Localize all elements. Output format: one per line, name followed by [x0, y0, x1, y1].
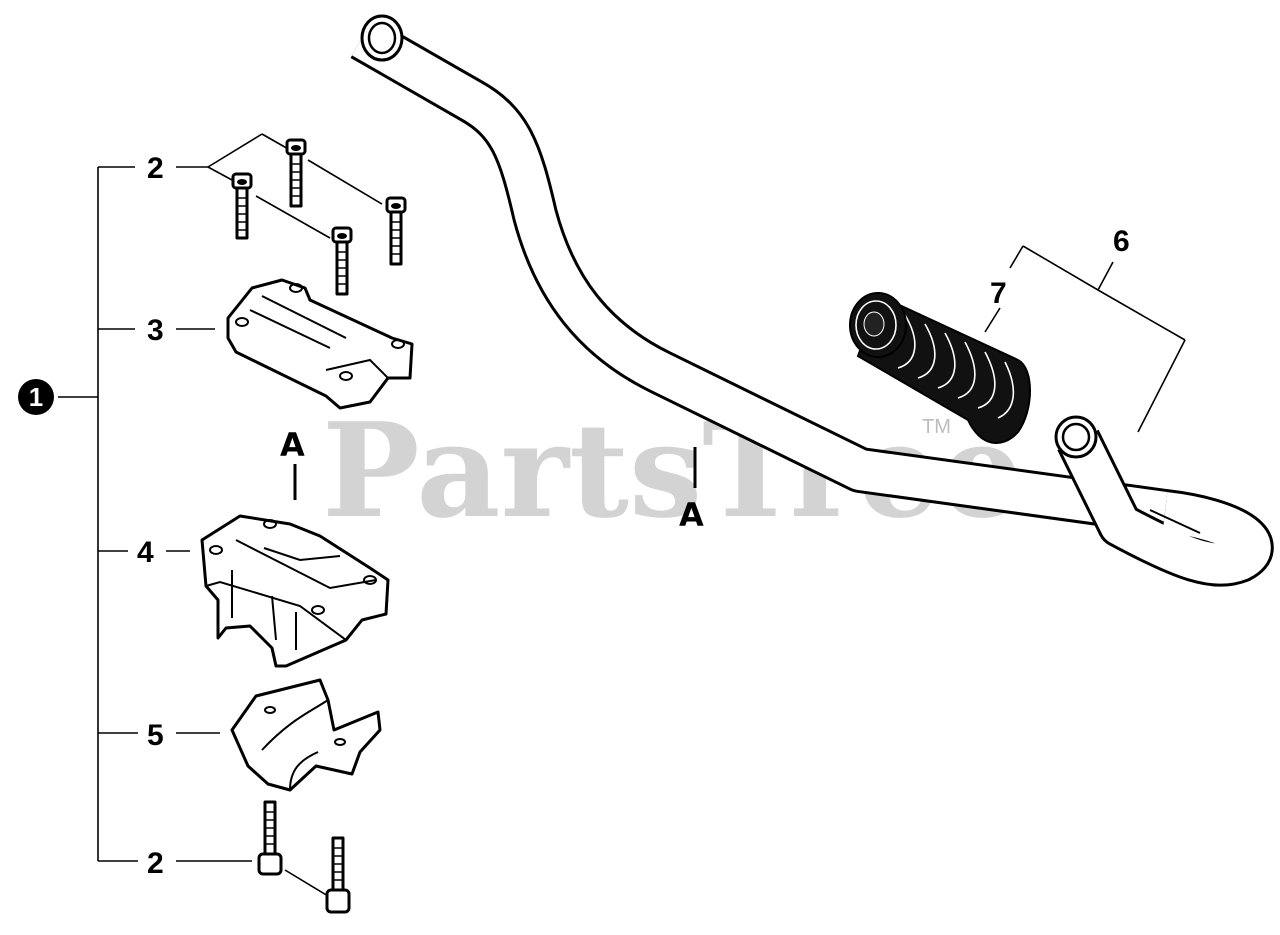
bolt-icon[interactable]	[331, 226, 353, 296]
reference-right-label: A	[679, 496, 704, 534]
grip-part[interactable]	[849, 292, 1031, 444]
watermark-tm: TM	[922, 416, 951, 438]
clamp-top-part[interactable]	[226, 278, 414, 410]
spacer-part[interactable]	[230, 678, 382, 792]
leader-lines	[166, 133, 1186, 897]
reference-right: A	[679, 447, 704, 534]
assembly-bracket	[58, 166, 138, 862]
bolt-icon[interactable]	[385, 196, 407, 266]
assembly-number: 1	[29, 382, 43, 412]
reference-left: A	[280, 426, 305, 500]
callout-clamp-top[interactable]: 3	[147, 314, 164, 347]
bolt-icon[interactable]	[285, 138, 307, 208]
bolt-icon[interactable]	[257, 800, 283, 876]
callout-bolts-upper[interactable]: 2	[147, 152, 164, 185]
bolt-icon[interactable]	[325, 836, 351, 914]
callout-bolts-lower[interactable]: 2	[147, 847, 164, 880]
bolt-icon[interactable]	[231, 172, 253, 240]
handle-bar-part[interactable]	[350, 14, 1274, 587]
callout-spacer[interactable]: 5	[147, 719, 164, 752]
callout-clamp-base[interactable]: 4	[137, 536, 154, 569]
callout-grip[interactable]: 7	[990, 277, 1007, 310]
assembly-badge[interactable]: 1	[18, 379, 54, 415]
callout-handle[interactable]: 6	[1113, 225, 1130, 258]
clamp-base-part[interactable]	[200, 514, 390, 668]
reference-left-label: A	[280, 426, 305, 464]
